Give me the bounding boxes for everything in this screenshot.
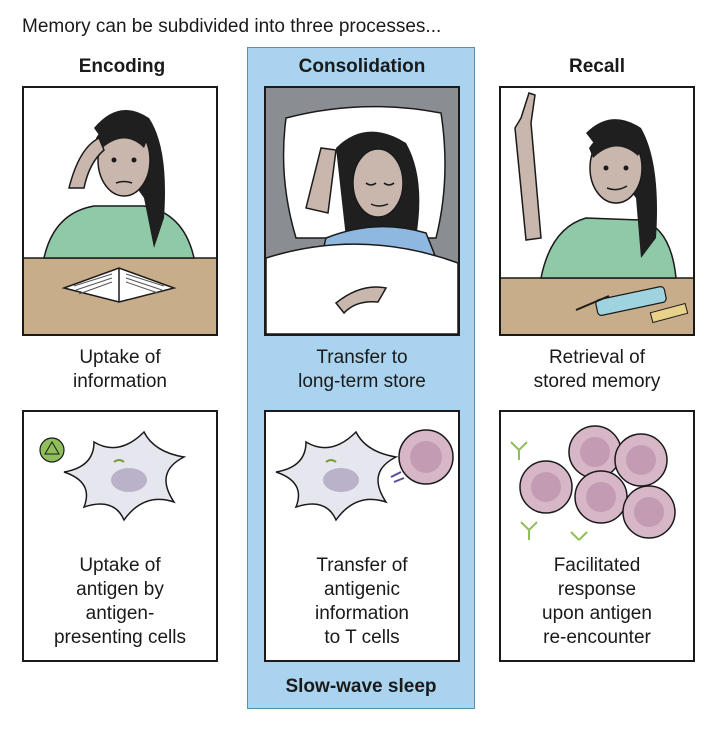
caption-line: Uptake of <box>79 347 161 368</box>
encoding-caption-bottom: Uptake of antigen by antigen- presenting… <box>22 554 218 650</box>
caption-line: response <box>557 579 637 600</box>
caption-line: re-encounter <box>543 627 651 648</box>
caption-line: to T cells <box>324 627 400 648</box>
recall-cell-panel: Facilitated response upon antigen re-enc… <box>499 410 695 662</box>
caption-line: Uptake of <box>79 555 161 576</box>
caption-line: information <box>73 371 167 392</box>
caption-line: stored memory <box>533 371 661 392</box>
encoding-cell-panel: Uptake of antigen by antigen- presenting… <box>22 410 218 662</box>
caption-line: Retrieval of <box>548 347 646 368</box>
caption-line: information <box>315 603 409 624</box>
intro-text: Memory can be subdivided into three proc… <box>22 16 442 37</box>
antigen-presenting-cell-illustration <box>39 430 187 522</box>
caption-line: antigenic <box>323 579 401 600</box>
caption-line: antigen by <box>76 579 164 600</box>
consolidation-column: Consolidation <box>262 50 462 84</box>
encoding-column: Encoding <box>22 50 222 84</box>
recall-caption-top: Retrieval of stored memory <box>497 346 697 394</box>
caption-line: Transfer to <box>316 347 408 368</box>
caption-line: long-term store <box>298 371 426 392</box>
consolidation-cell-panel: Transfer of antigenic information to T c… <box>264 410 460 662</box>
consolidation-heading: Consolidation <box>298 56 426 77</box>
recall-caption-bottom: Facilitated response upon antigen re-enc… <box>499 554 695 650</box>
consolidation-illustration <box>264 86 460 336</box>
encoding-illustration <box>22 86 218 336</box>
recall-heading: Recall <box>569 56 625 77</box>
caption-line: Transfer of <box>316 555 408 576</box>
consolidation-caption-top: Transfer to long-term store <box>262 346 462 394</box>
encoding-caption-top: Uptake of information <box>20 346 220 394</box>
memory-tcells-illustration <box>510 425 676 541</box>
caption-line: upon antigen <box>542 603 652 624</box>
recall-illustration <box>499 86 695 336</box>
caption-line: antigen- <box>85 603 155 624</box>
slow-wave-sleep-label: Slow-wave sleep <box>285 676 437 697</box>
recall-column: Recall <box>497 50 697 84</box>
consolidation-caption-bottom: Transfer of antigenic information to T c… <box>264 554 460 650</box>
encoding-heading: Encoding <box>78 56 166 77</box>
caption-line: presenting cells <box>53 627 187 648</box>
tcell-transfer-illustration <box>275 429 454 522</box>
caption-line: Facilitated <box>553 555 641 576</box>
